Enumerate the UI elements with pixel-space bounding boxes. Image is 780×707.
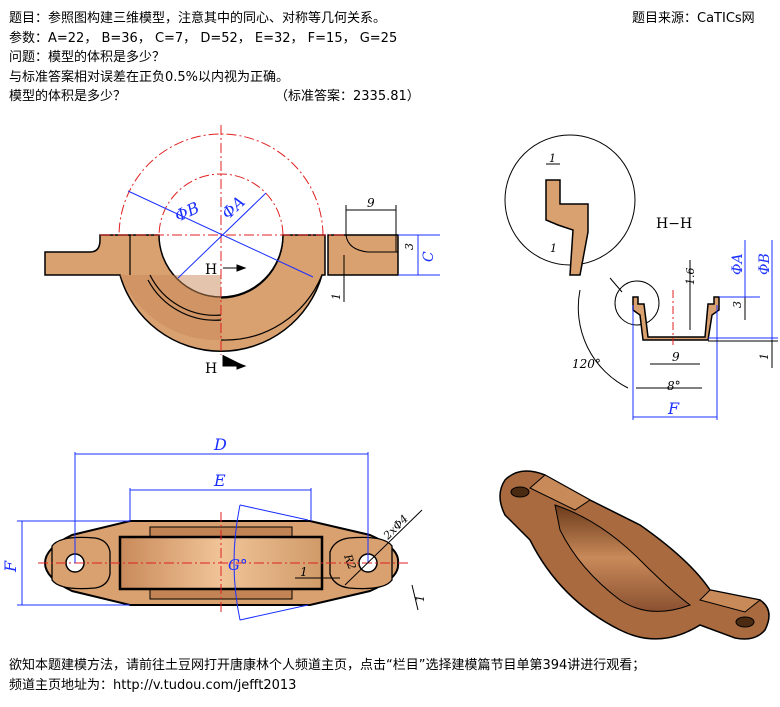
diameter-b-label: ΦB: [172, 198, 203, 226]
dim-g-angle: G°: [228, 556, 247, 574]
dim-d: D: [213, 435, 227, 454]
diameter-a-line: [177, 192, 267, 279]
dim-3-section: 3: [731, 301, 744, 308]
section-view: 1 1 H−H F 9 8° 120° 1.6 3 ΦA ΦB 1: [504, 134, 778, 420]
parameters: 参数：A=22， B=36， C=7， D=52， E=32， F=15， G=…: [9, 31, 398, 46]
dim-c: C: [421, 251, 437, 262]
dim-9: 9: [367, 196, 375, 210]
dim-r2: R2: [341, 552, 359, 572]
source-label: 题目来源：CaTICs网: [632, 11, 755, 26]
dim-1-6: 1.6: [684, 268, 697, 286]
section-profile: [632, 296, 720, 341]
front-view: ΦB ΦA H H 9 C 3 1: [44, 125, 440, 377]
footer-channel-url[interactable]: 频道主页地址为：http://v.tudou.com/jefft2013: [9, 678, 297, 693]
dim-holes: 2xΦ4: [380, 512, 411, 543]
tolerance-note: 与标准答案相对误差在正负0.5%以内视为正确。: [9, 70, 290, 85]
diameter-b-line: [127, 190, 314, 278]
section-title: H−H: [656, 216, 692, 232]
detail-dim-1a: 1: [549, 152, 556, 165]
isometric-view: [499, 470, 770, 640]
dim-1-edge: 1: [414, 595, 427, 602]
dim-8deg: 8°: [667, 379, 681, 393]
standard-answer: （标准答案：2335.81）: [275, 89, 420, 104]
dim-1-top: 1: [300, 565, 308, 579]
dim-phi-b-section: ΦB: [757, 253, 773, 275]
dim-120deg: 120°: [572, 357, 601, 371]
dim-e: E: [213, 471, 226, 490]
dim-phi-a-section: ΦA: [730, 253, 746, 275]
dim-1-section: 1: [758, 353, 771, 360]
section-mark-top: H: [205, 262, 217, 278]
problem-title: 题目：参照图构建三维模型，注意其中的同心、对称等几何关系。: [9, 11, 387, 26]
top-view: D E F G° R2 2xΦ4 1 1: [1, 435, 427, 621]
detail-profile: [545, 179, 589, 276]
question-repeat: 模型的体积是多少？: [9, 89, 127, 104]
footer-instructions: 欲知本题建模方法，请前往土豆网打开唐康林个人频道主页，点击“栏目”选择建模篇节目…: [9, 658, 646, 673]
dim-3: 3: [403, 243, 416, 250]
detail-circle: [504, 134, 636, 266]
question: 问题：模型的体积是多少？: [9, 50, 166, 65]
right-flange-section: [327, 234, 399, 276]
diameter-a-label: ΦA: [218, 192, 249, 223]
dim-9-section: 9: [672, 350, 680, 364]
dim-1: 1: [330, 293, 343, 300]
section-mark-bottom: H: [205, 361, 217, 377]
dim-f-section: F: [667, 399, 680, 418]
dim-f-top: F: [1, 560, 20, 573]
detail-dim-1b: 1: [550, 242, 557, 255]
